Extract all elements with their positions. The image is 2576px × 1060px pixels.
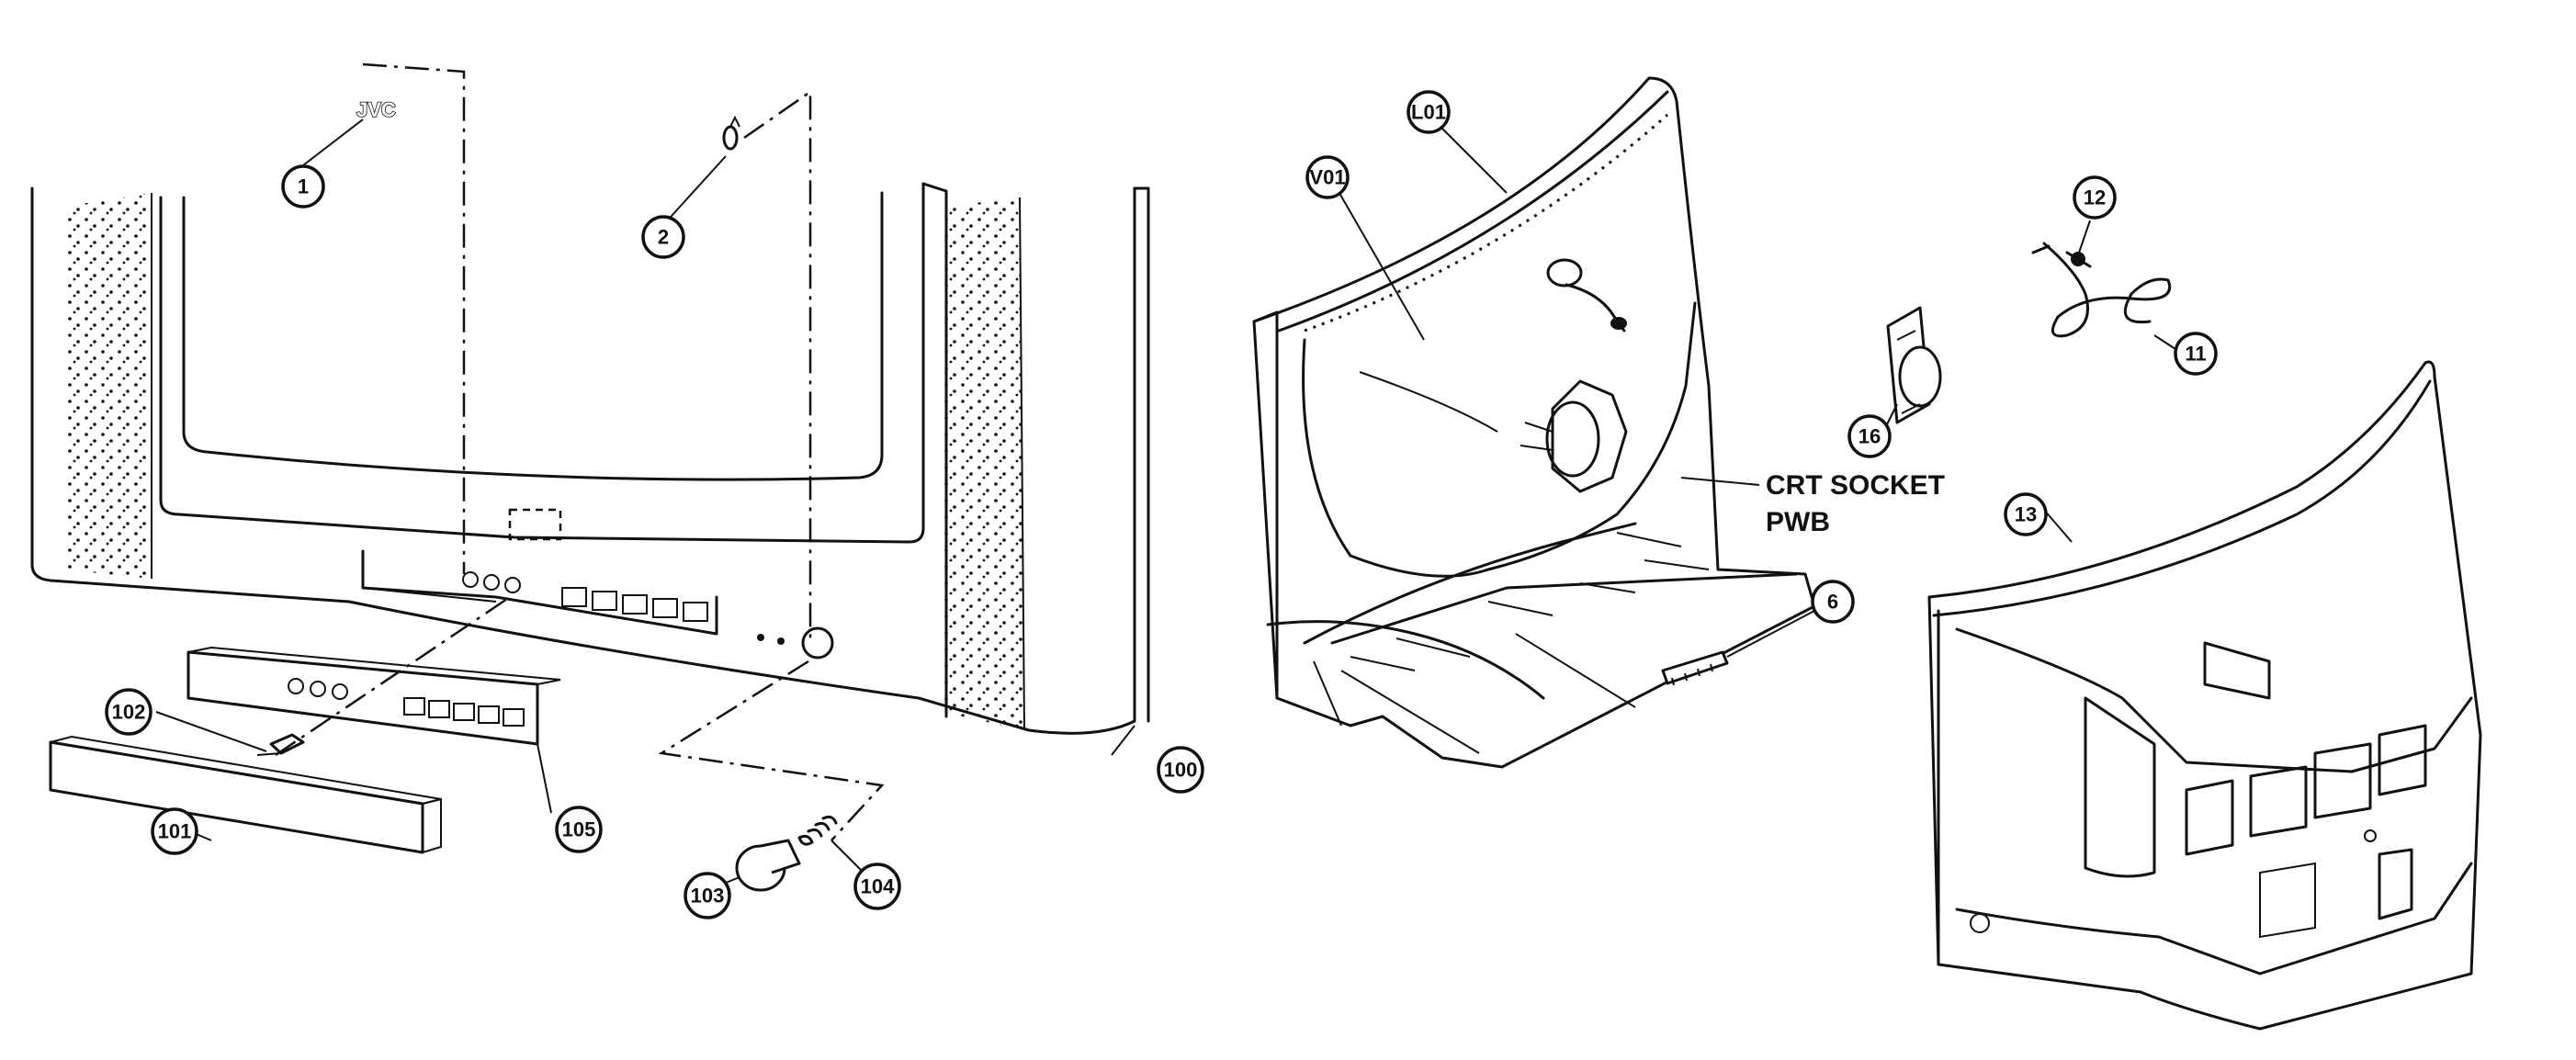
callout-6-label: 6: [1827, 591, 1838, 614]
callout-104: 104: [853, 863, 901, 910]
power-cord-part-11: [2031, 242, 2171, 338]
callout-103-label: 103: [691, 885, 725, 908]
callout-101-label: 101: [158, 820, 192, 843]
callout-104-label: 104: [861, 875, 895, 898]
callout-105-label: 105: [562, 818, 596, 841]
callout-103: 103: [684, 872, 731, 919]
control-door: [49, 735, 442, 854]
callout-V01-label: V01: [1309, 166, 1345, 189]
crt-socket-label-line1: CRT SOCKET: [1766, 470, 1945, 501]
leader-lines-right: [2043, 220, 2176, 543]
power-button-assembly: [735, 815, 838, 892]
callout-100: 100: [1157, 746, 1204, 794]
callout-2-label: 2: [658, 226, 669, 249]
callout-11: 11: [2174, 332, 2218, 376]
callout-16-label: 16: [1859, 425, 1881, 448]
callout-12: 12: [2073, 175, 2117, 220]
callout-1: 1: [281, 164, 325, 209]
crt-assembly: [1252, 76, 1816, 769]
callout-12-label: 12: [2084, 186, 2106, 209]
callout-6: 6: [1811, 580, 1855, 624]
leader-lines-middle: [1336, 123, 1815, 658]
callout-101: 101: [151, 807, 198, 855]
callout-L01: L01: [1407, 90, 1451, 134]
screw-part-2: [722, 115, 740, 151]
callout-102: 102: [105, 688, 153, 736]
crt-socket-label-line2: PWB: [1766, 507, 1830, 537]
callout-L01-label: L01: [1411, 101, 1446, 124]
callout-V01: V01: [1305, 155, 1350, 199]
crt-socket-pwb-label: CRT SOCKET PWB: [1680, 470, 1945, 537]
callout-1-label: 1: [298, 175, 309, 198]
rear-cover-part-13: [1927, 360, 2482, 1031]
speaker-part-16: [1886, 306, 1942, 424]
callout-11-label: 11: [2185, 343, 2206, 366]
front-cabinet: [30, 182, 1150, 735]
callout-2: 2: [641, 215, 685, 259]
callout-13-label: 13: [2015, 503, 2037, 526]
callout-16: 16: [1847, 414, 1892, 458]
callout-13: 13: [2004, 492, 2048, 536]
jvc-logo: JVC: [356, 98, 396, 121]
callout-102-label: 102: [112, 701, 146, 724]
callout-105: 105: [555, 806, 603, 853]
control-panel-strip: [186, 646, 561, 746]
callout-100-label: 100: [1164, 759, 1198, 782]
